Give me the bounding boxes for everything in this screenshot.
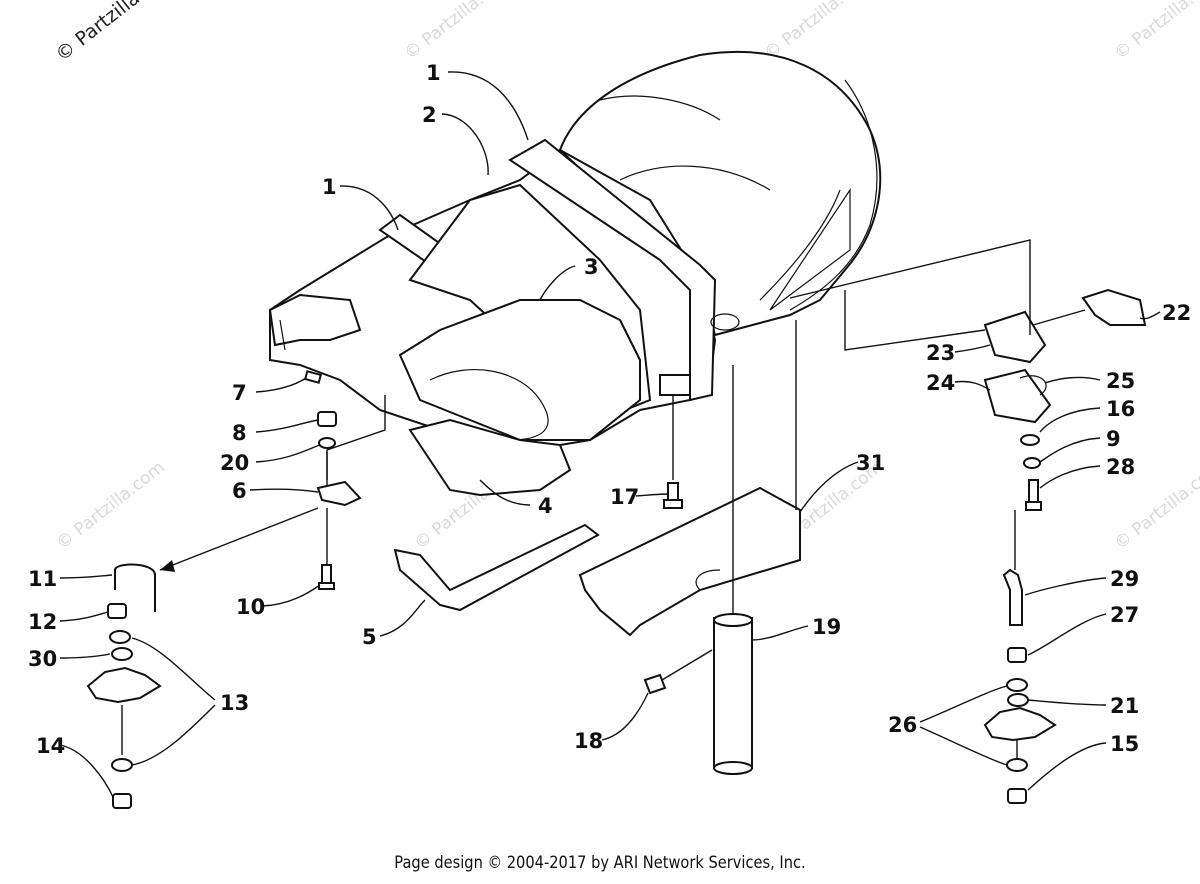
callout-5: 5 [362,625,377,649]
callout-22: 22 [1162,301,1191,325]
callout-25: 25 [1106,369,1135,393]
right-hardware [789,239,1147,804]
page-footer: Page design © 2004-2017 by ARI Network S… [394,853,806,873]
callout-4: 4 [538,494,553,518]
callout-10: 10 [236,595,265,619]
callout-3: 3 [584,255,599,279]
screw-18 [643,649,713,695]
foam-strip [393,523,600,612]
foam-pad [578,486,801,637]
watermark-text: © Partzilla.com [401,0,517,64]
callout-11: 11 [28,567,57,591]
callout-24: 24 [926,371,955,395]
left-hardware [86,370,386,809]
callout-31: 31 [856,451,885,475]
callout-29: 29 [1110,567,1139,591]
callout-21: 21 [1110,694,1139,718]
callout-13: 13 [220,691,249,715]
leader-lines [59,71,1161,798]
callout-19: 19 [812,615,841,639]
bolt-17 [663,395,683,509]
callout-numbers: 1 2 1 3 4 5 7 8 20 6 10 11 12 30 13 14 1… [28,61,1191,758]
callout-30: 30 [28,647,57,671]
watermark-corner: © Partzilla [52,0,144,66]
callout-9: 9 [1106,427,1121,451]
callout-12: 12 [28,610,57,634]
callout-8: 8 [232,421,247,445]
callout-16: 16 [1106,397,1135,421]
callout-6: 6 [232,479,247,503]
watermark-text: © Partzilla.com [1111,0,1200,64]
callout-15: 15 [1110,732,1139,756]
seat-strap-rear [508,138,717,402]
callout-1-lower: 1 [322,175,337,199]
callout-17: 17 [610,485,639,509]
callout-20: 20 [220,451,249,475]
seat-base-pan [408,418,572,497]
callout-1-upper: 1 [426,61,441,85]
callout-28: 28 [1106,455,1135,479]
callout-23: 23 [926,341,955,365]
callout-14: 14 [36,734,65,758]
callout-7: 7 [232,381,247,405]
callout-26: 26 [888,713,917,737]
callout-2: 2 [422,103,437,127]
seat-assembly [268,50,882,497]
watermark-text: © Partzilla.com [761,0,877,64]
callout-27: 27 [1110,603,1139,627]
callout-18: 18 [574,729,603,753]
tube [713,613,753,775]
seat-foam [398,299,641,441]
watermark-text: © Partzilla.com [53,457,169,554]
